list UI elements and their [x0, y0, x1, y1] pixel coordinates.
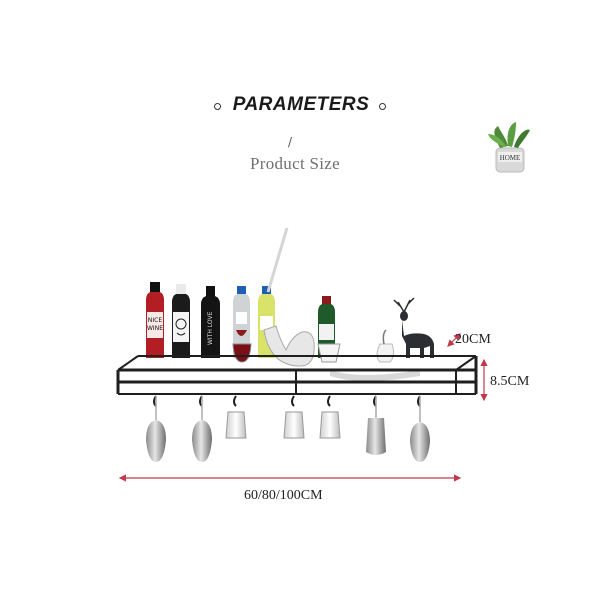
page-title: PARAMETERS: [232, 94, 370, 115]
deer-figurine: [393, 297, 434, 358]
bullet-icon: [379, 103, 386, 110]
cup: [225, 395, 247, 439]
subtitle: Product Size: [249, 154, 340, 173]
stem-glass: [366, 395, 386, 455]
bottle-dark-face: [172, 284, 190, 358]
decanter: [263, 325, 315, 367]
straw: [266, 227, 289, 293]
small-glass: [317, 343, 341, 363]
bottle-with-love: WITH LOVE: [201, 286, 220, 358]
cup: [283, 395, 305, 439]
hanging-glasses: [146, 395, 430, 462]
bottle-red: NICE WINE: [146, 282, 164, 358]
depth-dimension-line: [447, 333, 461, 347]
page-header: PARAMETERS: [0, 92, 600, 122]
width-label: 60/80/100CM: [244, 488, 323, 503]
plant-pot-icon: HOME: [488, 122, 530, 173]
stem-glass: [410, 395, 430, 462]
bottle-blue-cap: [233, 286, 250, 358]
svg-text:WINE: WINE: [147, 325, 163, 332]
cup: [319, 395, 341, 439]
bullet-icon: [214, 103, 221, 110]
vase: [376, 329, 395, 363]
wall-rack: [116, 355, 478, 395]
tray: [330, 370, 420, 381]
stem-glass: [192, 395, 212, 462]
stem-glass: [146, 395, 166, 462]
pot-label: HOME: [500, 154, 521, 162]
depth-label: 20CM: [455, 332, 491, 347]
svg-text:WITH LOVE: WITH LOVE: [207, 311, 214, 345]
height-label: 8.5CM: [490, 374, 530, 389]
svg-text:NICE: NICE: [148, 317, 162, 324]
divider-slash: /: [288, 135, 293, 149]
wine-glass-red: [232, 343, 252, 363]
